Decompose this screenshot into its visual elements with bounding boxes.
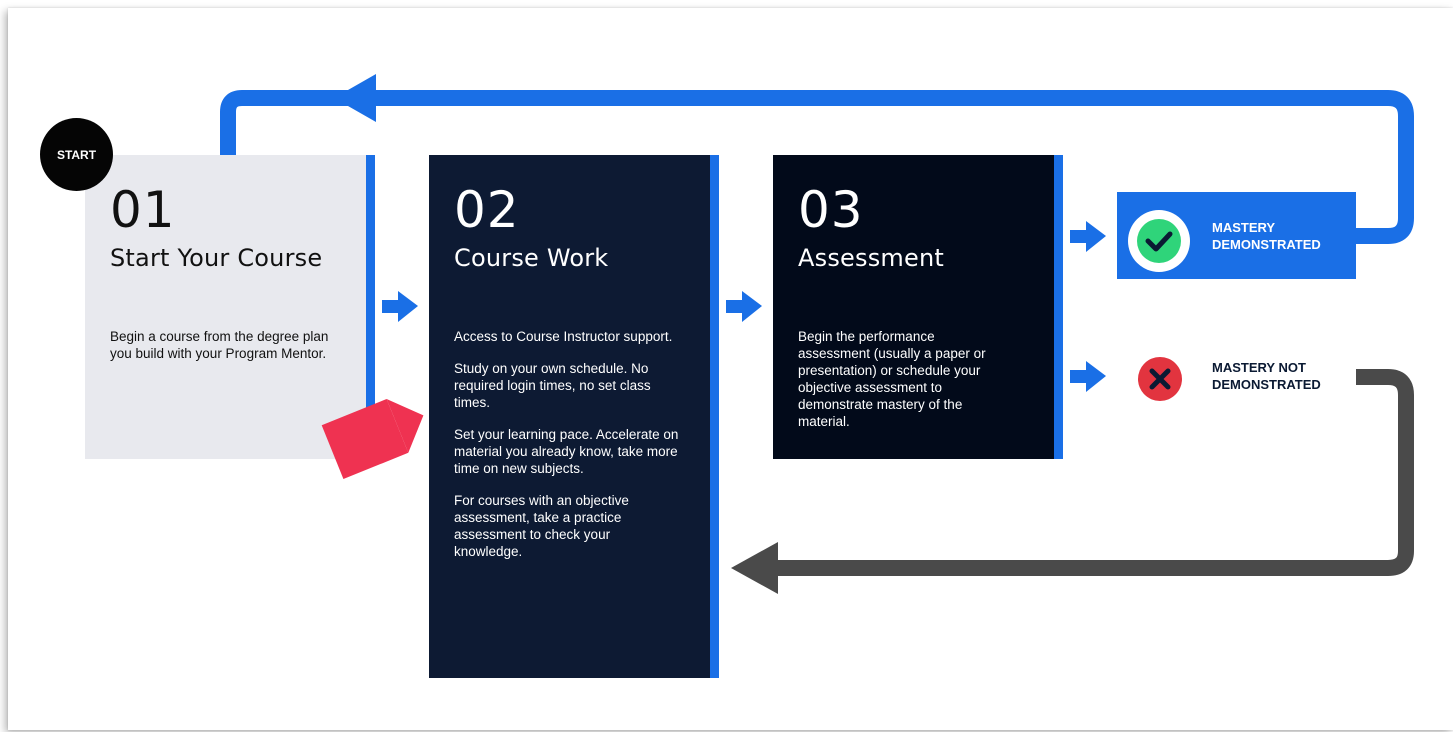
retry-loop-line — [778, 369, 1414, 576]
step-paragraph: Study on your own schedule. No required … — [454, 361, 651, 410]
arrow-2-to-3 — [726, 291, 762, 322]
card-accent-stripe — [366, 155, 375, 417]
step-paragraph: Begin a course from the degree plan you … — [110, 329, 329, 361]
x-circle-icon — [1138, 357, 1182, 401]
step-card-course-work: 02 Course Work Access to Course Instruct… — [429, 155, 710, 678]
mastery-demonstrated-label: MASTERY DEMONSTRATED — [1212, 219, 1342, 253]
step-number: 01 — [110, 181, 176, 239]
step-description: Access to Course Instructor support. Stu… — [454, 328, 679, 575]
step-number: 03 — [798, 181, 864, 239]
check-circle-icon — [1128, 210, 1190, 272]
mastery-label-line: MASTERY NOT — [1212, 360, 1306, 375]
loop-back-arrowhead — [334, 74, 376, 122]
start-label: START — [56, 147, 97, 162]
step-paragraph: Set your learning pace. Accelerate on ma… — [454, 427, 679, 476]
mastery-label-line: DEMONSTRATED — [1212, 377, 1321, 392]
retry-arrowhead — [731, 542, 778, 594]
card-accent-stripe — [1054, 155, 1063, 459]
mastery-label-line: DEMONSTRATED — [1212, 237, 1321, 252]
arrow-to-mastery — [1070, 221, 1106, 252]
mastery-not-demonstrated-label: MASTERY NOT DEMONSTRATED — [1212, 359, 1342, 393]
step-description: Begin a course from the degree plan you … — [110, 328, 330, 377]
step-card-start-course: 01 Start Your Course Begin a course from… — [85, 155, 366, 459]
step-description: Begin the performance assessment (usuall… — [798, 328, 1003, 445]
start-badge: START — [40, 118, 113, 191]
step-title: Assessment — [798, 244, 944, 272]
arrow-to-no-mastery — [1070, 361, 1106, 392]
step-title: Start Your Course — [110, 244, 323, 272]
step-paragraph: For courses with an objective assessment… — [454, 493, 629, 559]
step-paragraph: Begin the performance assessment (usuall… — [798, 329, 986, 429]
arrow-1-to-2 — [382, 291, 418, 322]
card-accent-stripe — [710, 155, 719, 678]
mastery-label-line: MASTERY — [1212, 220, 1276, 235]
step-number: 02 — [454, 181, 520, 239]
step-title: Course Work — [454, 244, 609, 272]
loop-back-line — [220, 90, 1414, 244]
step-card-assessment: 03 Assessment Begin the performance asse… — [773, 155, 1054, 459]
step-paragraph: Access to Course Instructor support. — [454, 329, 673, 344]
